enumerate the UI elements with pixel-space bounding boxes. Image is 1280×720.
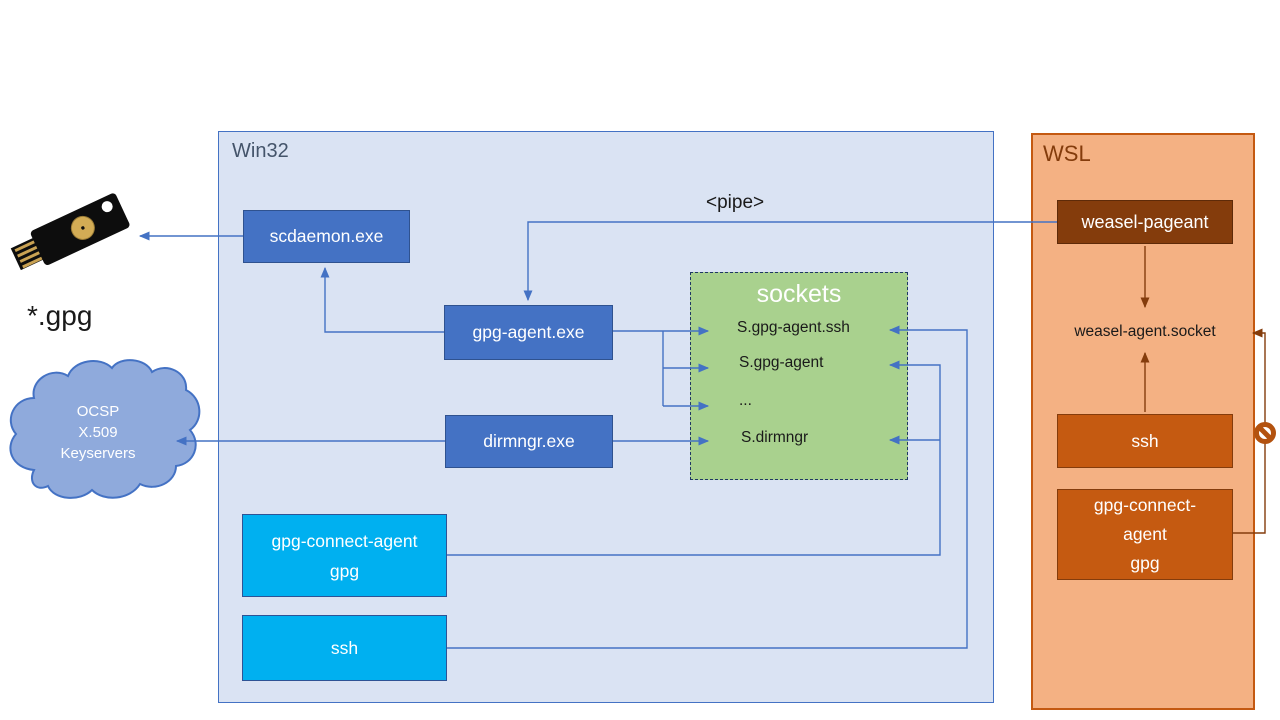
socket-item-dirmngr: S.dirmngr <box>741 429 809 446</box>
dirmngr-box: dirmngr.exe <box>445 415 613 468</box>
gpg-connect-agent-box: gpg-connect-agent gpg <box>242 514 447 597</box>
gpg-line: gpg <box>329 560 360 581</box>
keyservers-cloud-label: OCSP X.509 Keyservers <box>25 401 171 464</box>
socket-item-ellipsis: ... <box>739 392 752 409</box>
socket-item-gpg-agent: S.gpg-agent <box>739 354 824 371</box>
yubikey-icon <box>10 193 130 271</box>
weasel-agent-socket-label: weasel-agent.socket <box>1074 323 1216 340</box>
win32-region-label: Win32 <box>232 140 289 162</box>
wsl-ssh-box: ssh <box>1057 414 1233 468</box>
wsl-gpg-connect-box: gpg-connect- agent gpg <box>1057 489 1233 580</box>
gpg-connect-agent-line: gpg-connect-agent <box>271 530 418 551</box>
wsl-gpg-connect-line2: agent <box>1123 524 1167 544</box>
cloud-line-ocsp: OCSP <box>76 403 120 420</box>
cloud-line-keyservers: Keyservers <box>60 445 136 462</box>
gpg-agent-box: gpg-agent.exe <box>444 305 613 360</box>
wsl-gpg-connect-line1: gpg-connect- <box>1093 495 1197 515</box>
wsl-region-label: WSL <box>1043 141 1091 166</box>
scdaemon-box: scdaemon.exe <box>243 210 410 263</box>
ssh-box: ssh <box>242 615 447 681</box>
weasel-pageant-box: weasel-pageant <box>1057 200 1233 244</box>
gpg-files-label: *.gpg <box>27 300 93 331</box>
pipe-label: <pipe> <box>706 192 765 213</box>
sockets-title: sockets <box>756 280 842 308</box>
prohibition-icon <box>1254 422 1276 444</box>
wsl-gpg-connect-line3: gpg <box>1130 553 1160 573</box>
cloud-line-x509: X.509 <box>78 424 118 441</box>
socket-item-gpg-agent-ssh: S.gpg-agent.ssh <box>737 319 850 336</box>
